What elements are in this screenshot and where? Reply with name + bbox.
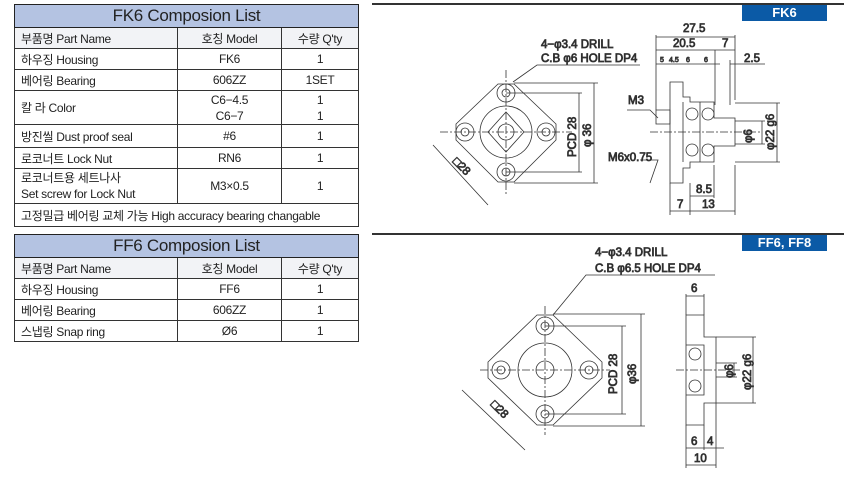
ff6-drill-label: 4−φ3.4 DRILL — [595, 247, 668, 259]
ff6-side-view — [676, 294, 756, 468]
dim-6: 6 — [691, 283, 697, 295]
fk6-pcd-label: PCD 28 — [567, 117, 579, 157]
dim-7: 7 — [677, 199, 683, 211]
dim-5: 5 — [660, 57, 664, 64]
header-qty: 수량 Q'ty — [281, 257, 359, 279]
table-note: 고정밀급 베어링 교체 가능 High accuracy bearing cha… — [14, 203, 359, 227]
dim-phi6: φ6 — [743, 129, 755, 143]
dim-6: 6 — [691, 436, 697, 448]
qty: 1 — [316, 92, 324, 107]
fk6-square-label: □28 — [450, 156, 472, 178]
ff6-front-view — [461, 274, 715, 451]
fk6-side-view — [627, 35, 780, 215]
model: C6−7 — [215, 108, 244, 123]
dim-8-5: 8.5 — [696, 184, 712, 196]
model: C6−4.5 — [210, 92, 249, 107]
dim-10: 10 — [694, 453, 707, 465]
model: M3×0.5 — [177, 168, 282, 204]
dim-27-5: 27.5 — [683, 23, 705, 35]
dim-6: 6 — [686, 57, 690, 64]
fk6-front-view — [432, 64, 640, 206]
header-qty: 수량 Q'ty — [281, 27, 359, 49]
ff6-badge: FF6, FF8 — [742, 235, 827, 251]
dim-4-5: 4.5 — [669, 57, 679, 64]
section-divider — [372, 233, 844, 235]
section-divider — [372, 3, 844, 5]
table-title: FK6 Composion List — [14, 4, 359, 28]
dim-4: 4 — [707, 436, 714, 448]
fk6-dia36-label: φ 36 — [582, 124, 594, 147]
qty: 1SET — [281, 69, 359, 91]
dim-m6: M6x0.75 — [608, 152, 652, 164]
ff6-dia36-label: φ36 — [627, 364, 639, 384]
dim-13: 13 — [702, 199, 715, 211]
part-name: 방진씰 Dust proof seal — [14, 124, 178, 148]
qty: 1 — [316, 108, 324, 123]
qty: 1 — [281, 124, 359, 148]
header-model: 호칭 Model — [177, 257, 282, 279]
qty: 1 — [281, 320, 359, 342]
part-name: 스냅링 Snap ring — [14, 320, 178, 342]
model: #6 — [177, 124, 282, 148]
part-name: Set screw for Lock Nut — [21, 187, 136, 201]
part-name: 베어링 Bearing — [14, 69, 178, 91]
fk6-badge: FK6 — [742, 5, 827, 21]
dim-2-5: 2.5 — [744, 53, 760, 65]
dim-7: 7 — [722, 38, 728, 50]
ff6-pcd-label: PCD 28 — [608, 354, 620, 394]
part-name: 칼 라 Color — [14, 90, 178, 125]
table-title: FF6 Composion List — [14, 234, 359, 258]
dim-phi6: φ6 — [724, 364, 736, 378]
fk6-hole-label: C.B φ6 HOLE DP4 — [541, 53, 638, 65]
dim-phi22: φ22 g6 — [742, 354, 754, 390]
ff6-hole-label: C.B φ6.5 HOLE DP4 — [595, 263, 701, 275]
dim-m3: M3 — [628, 95, 644, 107]
part-name: 로코너트용 세트나사 — [21, 171, 121, 185]
dim-phi22: φ22 g6 — [765, 114, 777, 150]
fk6-drill-label: 4−φ3.4 DRILL — [541, 39, 614, 51]
dim-20-5: 20.5 — [673, 38, 695, 50]
dim-6: 6 — [704, 57, 708, 64]
